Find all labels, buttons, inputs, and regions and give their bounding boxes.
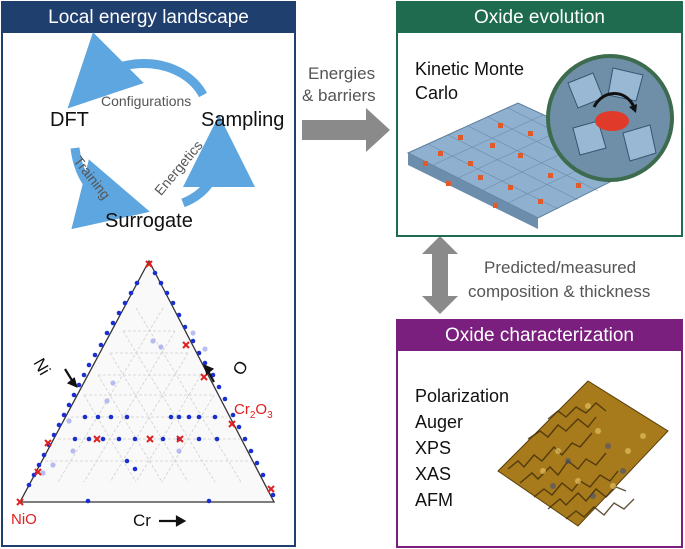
nio-label: NiO [11,511,37,528]
panel-title-local-energy-landscape: Local energy landscape [3,3,294,33]
sampled-compositions-faint [40,330,208,476]
energies-label: Energies [308,64,376,83]
ternary-phase-diagram [16,259,276,527]
afm-surface [497,380,669,527]
oxide-characterization-panel: Oxide characterization Polarization Auge… [396,319,683,548]
axis-arrows [64,364,215,527]
technique-list: Polarization Auger XPS XAS AFM [415,383,509,513]
afm-highlights [540,403,646,489]
cr-axis-label: Cr [133,511,151,530]
hopping-atom [595,111,629,131]
local-energy-landscape-panel: Local energy landscape DFT Sampling Surr… [1,1,296,547]
technique-item: Polarization [415,386,510,406]
cr2o3-label: Cr2O3 [234,401,273,421]
sampled-compositions [26,270,276,504]
composition-feedback-arrow [422,236,458,314]
sampling-label: Sampling [201,109,285,131]
ternary-triangle-outline [18,259,276,503]
workflow-cycle-arrows [67,32,255,230]
surrogate-label: Surrogate [105,210,193,232]
energies-barriers-arrow [302,108,390,152]
oxide-evolution-panel: Oxide evolution Kinetic Monte Carlo [396,1,683,237]
configurations-label: Configurations [101,93,192,109]
cr2o3-sub2: 3 [267,410,273,421]
technique-item: XPS [415,438,452,458]
hop-arrow [592,92,636,108]
predicted-measured-label: Predicted/measured [484,258,637,277]
training-arrow [70,147,150,230]
slab-side [408,153,538,229]
kmc-oxide-slab [406,54,674,229]
afm-shadows [550,443,626,499]
energetics-arrow [181,115,255,208]
cr2o3-base: Cr [234,401,250,418]
afm-texture [507,402,635,520]
composition-thickness-label: composition & thickness [468,282,651,301]
known-phases-markers [16,260,275,506]
technique-item: AFM [415,490,453,510]
panel-title-oxide-evolution: Oxide evolution [398,3,681,33]
configurations-arrow [67,32,207,109]
dft-label: DFT [50,109,89,131]
cr2o3-mid: O [255,401,268,418]
kmc-line2: Carlo [415,83,459,103]
afm-surface-map [497,380,669,527]
kmc-line1: Kinetic Monte [415,59,525,79]
panel-title-oxide-characterization: Oxide characterization [398,321,681,351]
technique-item: Auger [415,412,464,432]
barriers-label: & barriers [302,86,376,105]
cr2o3-sub1: 2 [249,410,256,421]
technique-item: XAS [415,464,452,484]
